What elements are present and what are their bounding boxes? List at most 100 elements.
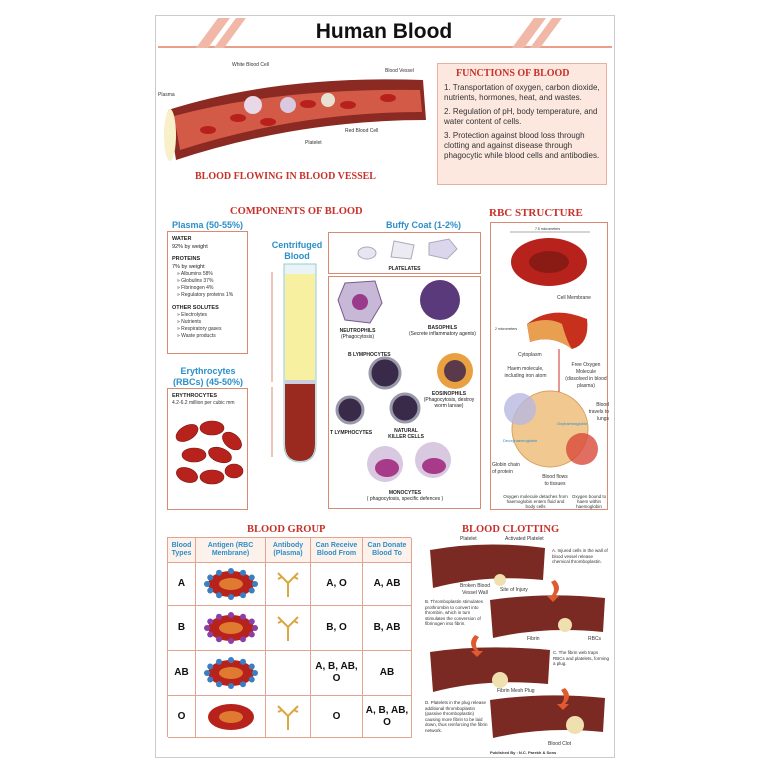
clotting-illustration [430, 544, 605, 738]
monocytes-sub: ( phagocytosis, specific defences ) [366, 496, 444, 502]
function-item: 3. Protection against blood loss through… [444, 131, 600, 160]
rbc-title: RBC STRUCTURE [489, 207, 583, 219]
step-a-text: A. Injured cells in the wall of blood ve… [552, 548, 608, 564]
blood-type-cell: A [168, 563, 196, 606]
label-plasma: Plasma [158, 92, 175, 98]
antibody-icon [277, 704, 299, 730]
label-red-blood-cell: Red Blood Cell [345, 128, 379, 134]
label-white-blood-cell: White Blood Cell [232, 62, 269, 68]
buffy-box: PLATELATES [328, 232, 481, 274]
protein-item: » Albumins 58% [177, 271, 213, 277]
clot-label: Blood Clot [548, 741, 572, 747]
basophils-sub: (Secrete inflammatory agents) [409, 331, 476, 337]
rbc-structure-illustration [504, 231, 598, 468]
table-header: Blood Types [168, 538, 196, 563]
neutrophils-label: NEUTROPHILS(Phagocytosis) [335, 328, 380, 340]
step-d-text: D. Platelets in the plug release additio… [425, 700, 488, 733]
table-header-text: Antibody (Plasma) [272, 542, 304, 557]
erythrocytes-box: ERYTHROCYTES 4.2-6.2 million per cubic m… [167, 388, 248, 510]
platelets-illustration [357, 238, 458, 260]
blood-type-cell-text: B [177, 622, 186, 633]
centrifuge-tube-illustration [271, 263, 317, 463]
rbc-cluster-illustration [175, 420, 244, 485]
antigen-cell [196, 696, 266, 738]
donate-cell-text: A, AB [373, 578, 401, 589]
blood-type-cell-text: A [177, 578, 186, 589]
donate-cell: A, B, AB, O [363, 696, 412, 738]
functions-box: FUNCTIONS OF BLOOD 1. Transportation of … [437, 63, 607, 185]
erythrocytes-heading: ERYTHROCYTES [172, 393, 218, 399]
proteins-text: 7% by weight [172, 264, 205, 270]
antigen-cell [196, 606, 266, 651]
fibrin-label: Fibrin [527, 636, 540, 642]
step-c-text: C. The fibrin web traps RBCs and platele… [553, 650, 610, 666]
table-header: Can Donate Blood To [363, 538, 412, 563]
table-header: Can Receive Blood From [311, 538, 363, 563]
proteins-heading: PROTEINS [172, 256, 201, 262]
function-item: 1. Transportation of oxygen, carbon diox… [444, 83, 600, 102]
header-stripes [196, 18, 562, 48]
donate-cell-text: B, AB [373, 622, 401, 633]
antigen-cell [196, 651, 266, 696]
water-heading: WATER [172, 236, 192, 242]
wbc-illustrations [335, 280, 473, 482]
eosinophils-name: EOSINOPHILS [431, 391, 467, 397]
protein-item: » Regulatory proteins 1% [177, 292, 234, 298]
oxyhaemoglobin-label: Oxyhaemoglobin [557, 421, 588, 426]
broken-wall-label: Broken Blood Vessel Wall [459, 583, 491, 596]
blood-vessel-illustration [164, 79, 426, 161]
protein-item: » Fibrinogen 4% [177, 285, 214, 291]
rbc-diameter-label: 7.5 micrometers [535, 227, 561, 231]
monocytes-name: MONOCYTES [388, 490, 422, 496]
solute-item: » Nutrients [177, 319, 202, 325]
donate-cell: A, AB [363, 563, 412, 606]
donate-cell-text: A, B, AB, O [365, 704, 409, 728]
table-header-text: Antigen (RBC Membrane) [207, 542, 254, 557]
eosinophils-sub: (Phagocytosis, destroy worm larvae) [423, 397, 475, 409]
plug-label: Fibrin Mesh Plug [497, 688, 535, 694]
receive-cell: A, O [311, 563, 363, 606]
header-band [158, 18, 612, 48]
function-item: 2. Regulation of pH, body temperature, a… [444, 107, 598, 126]
antigen-cell [196, 563, 266, 606]
antibody-icon [277, 616, 299, 641]
plasma-box: WATER 92% by weight PROTEINS 7% by weigh… [167, 231, 248, 354]
solute-item: » Electrolytes [177, 312, 208, 318]
deoxyhaemoglobin-label: Deoxyhaemoglobin [503, 438, 538, 443]
antibody-icon [277, 572, 299, 597]
globin-label: Globin chain of protein [492, 462, 520, 475]
erythrocytes-text: 4.2-6.2 million per cubic mm [172, 400, 235, 406]
thickness-label: 2 micrometers [495, 327, 518, 331]
receive-cell: O [311, 696, 363, 738]
blood-group-title: BLOOD GROUP [247, 524, 326, 535]
antibody-cell [266, 696, 311, 738]
receive-cell-text: A, B, AB, O [315, 661, 358, 684]
platelet-label: Platelet [460, 536, 477, 542]
receive-cell-text: O [332, 710, 341, 722]
blood-group-table: Blood Types Antigen (RBC Membrane) Antibod… [167, 537, 412, 738]
neutrophils-name: NEUTROPHILS [339, 328, 376, 334]
table-header-text: Can Receive Blood From [315, 542, 358, 557]
rbc-antigen-icon [207, 703, 254, 730]
to-lungs-label: Blood travels to lungs [588, 402, 609, 422]
protein-item: » Globulins 37% [177, 278, 214, 284]
injury-label: Site of Injury [500, 587, 528, 593]
donate-cell-text: AB [379, 667, 395, 678]
o2-bound-label: Oxygen bound to haem within haemoglobin [571, 494, 607, 509]
t-lymphocytes-label: T LYMPHOCYTES [330, 430, 373, 436]
donate-cell: AB [363, 651, 412, 696]
blood-type-cell: B [168, 606, 196, 651]
clotting-title: BLOOD CLOTTING [462, 524, 560, 535]
receive-cell-text: B, O [326, 622, 347, 633]
label-platelet: Platelet [305, 140, 322, 146]
solute-item: » Waste products [177, 333, 216, 339]
rbcs-label: RBCs [588, 636, 602, 642]
functions-title: FUNCTIONS OF BLOOD [456, 68, 570, 79]
blood-type-cell-text: AB [174, 667, 189, 678]
cell-membrane-label: Cell Membrane [557, 295, 591, 301]
solute-item: » Respiratory gases [177, 326, 222, 332]
monocytes-label: MONOCYTES( phagocytosis, specific defenc… [340, 490, 470, 502]
antibody-cell [266, 606, 311, 651]
blood-type-cell: AB [168, 651, 196, 696]
blood-type-cell-text: O [177, 710, 186, 722]
